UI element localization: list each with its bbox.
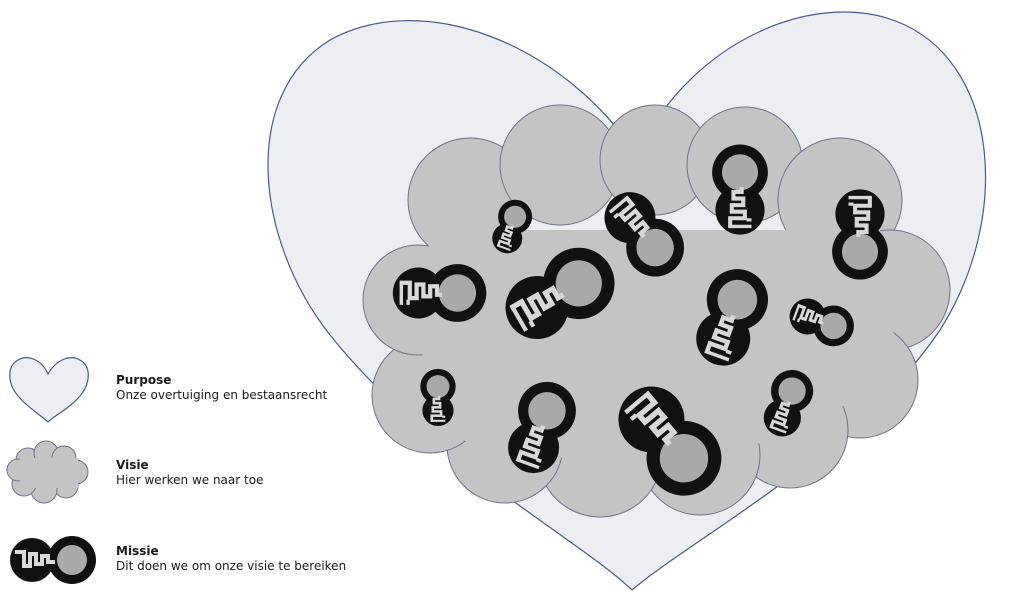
legend-purpose-description: Onze overtuiging en bestaansrecht — [116, 388, 327, 403]
legend-missie-title: Missie — [116, 544, 346, 559]
legend-item-missie: Missie Dit doen we om onze visie te bere… — [0, 530, 380, 610]
legend-item-visie: Visie Hier werken we naar toe — [0, 438, 380, 518]
mission-mark — [712, 144, 768, 234]
legend-missie-description: Dit doen we om onze visie te bereiken — [116, 559, 346, 574]
legend-visie-description: Hier werken we naar toe — [116, 473, 263, 488]
legend-purpose-title: Purpose — [116, 373, 327, 388]
mission-mark — [393, 264, 487, 322]
cloud-icon — [0, 438, 100, 508]
legend-visie-title: Visie — [116, 458, 263, 473]
legend-item-purpose: Purpose Onze overtuiging en bestaansrech… — [0, 350, 380, 430]
heart-icon — [0, 350, 100, 430]
mission-mark — [832, 189, 888, 279]
mission-icon — [0, 530, 100, 590]
mission-mark — [420, 369, 455, 426]
